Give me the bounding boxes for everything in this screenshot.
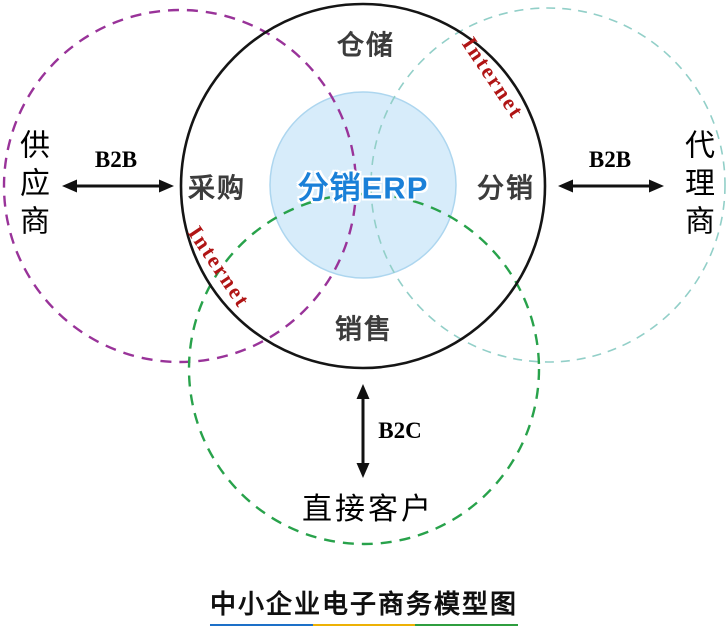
center-erp-label: 分销ERP: [297, 170, 429, 206]
diagram-title-block: 中小企业电子商务模型图: [209, 584, 519, 626]
node-warehousing: 仓储: [337, 30, 395, 61]
supplier-circle: [2, 8, 358, 364]
b2b-right-arrow: [558, 179, 664, 193]
entity-agent: 代理商: [680, 129, 713, 243]
title-underline-bar: [209, 624, 519, 626]
b2b-right-label: B2B: [588, 147, 632, 172]
b2c-label: B2C: [378, 418, 422, 443]
b2b-left-label: B2B: [94, 147, 138, 172]
entity-customer: 直接客户: [302, 493, 434, 526]
b2c-arrow: [356, 384, 370, 478]
erp-main-circle: [179, 2, 547, 370]
title-bar-green-segment: [415, 624, 519, 626]
entity-supplier: 供应商: [15, 129, 48, 243]
title-bar-yellow-segment: [312, 624, 416, 626]
node-procurement: 采购: [188, 173, 246, 204]
erp-center-circle: [269, 91, 457, 279]
node-sales: 销售: [335, 314, 393, 345]
customer-circle: [187, 192, 541, 546]
node-distribution: 分销: [477, 173, 535, 204]
diagram-title: 中小企业电子商务模型图: [209, 589, 519, 619]
title-bar-blue-segment: [209, 624, 313, 626]
b2b-left-arrow: [62, 179, 174, 193]
agent-circle: [370, 7, 726, 363]
